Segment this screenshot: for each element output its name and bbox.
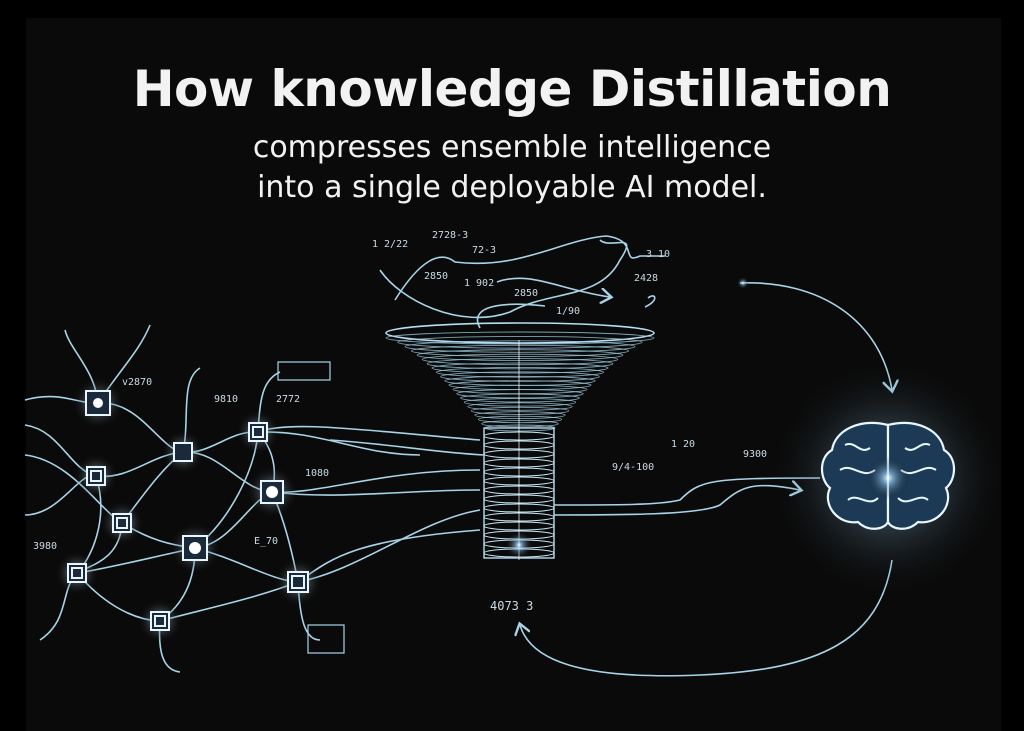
funnel-ring: [481, 420, 559, 428]
funnel-ring: [410, 344, 630, 357]
funnel-ring: [435, 366, 605, 378]
funnel-ring: [467, 402, 573, 411]
subtitle-line-1: compresses ensemble intelligence: [252, 130, 772, 165]
network-label: v2870: [122, 377, 152, 388]
network-label: 2772: [276, 394, 300, 405]
page-title: How knowledge Distillation: [132, 60, 892, 118]
network-label: 9810: [214, 394, 238, 405]
brain-icon: [768, 358, 1008, 598]
funnel-ring: [463, 397, 577, 407]
network-node: [138, 599, 182, 643]
funnel-ring: [416, 349, 624, 362]
network-node: [161, 430, 205, 474]
data-label: 2728-3: [432, 230, 468, 241]
funnel-ring: [460, 393, 580, 403]
data-label: 9/4-100: [612, 462, 654, 473]
data-label: 1 2/22: [372, 239, 408, 250]
funnel-ring: [477, 415, 563, 424]
subtitle-line-2: into a single deployable AI model.: [257, 170, 767, 205]
funnel-ring: [456, 389, 584, 399]
network-node: [100, 501, 144, 545]
funnel-ring: [426, 358, 614, 370]
diagram-labels: 4073 3 2772 E_70 3980 1080 9810 v2870 1 …: [33, 230, 767, 613]
data-label: 2850: [424, 271, 448, 282]
network-node: [246, 466, 298, 518]
funnel-ring: [470, 406, 570, 415]
network-label: 3980: [33, 541, 57, 552]
network-node: [236, 410, 280, 454]
network-node: [274, 558, 322, 606]
network-node: [169, 522, 221, 574]
funnel-ring: [440, 371, 600, 382]
subtitle: compresses ensemble intelligence into a …: [0, 128, 1024, 208]
data-label: 72-3: [472, 245, 496, 256]
funnel-ring: [474, 411, 566, 420]
data-label: 1/90: [556, 306, 580, 317]
data-label: 9300: [743, 449, 767, 460]
network-label: E_70: [254, 536, 278, 547]
network-label: 1080: [305, 468, 329, 479]
data-scribbles: [379, 235, 665, 329]
funnel-ring: [431, 362, 609, 374]
data-label: 2850: [514, 288, 538, 299]
network-node: [72, 377, 124, 429]
info-box: [307, 624, 345, 654]
funnel-value-label: 4073 3: [490, 599, 533, 613]
network-node: [74, 454, 118, 498]
info-box: [277, 361, 331, 381]
data-label: 1 20: [671, 439, 695, 450]
funnel-ring: [421, 353, 619, 366]
funnel-ring: [385, 331, 655, 345]
funnel-ring: [397, 335, 643, 349]
teacher-network-nodes: [55, 361, 345, 654]
data-label: 2428: [634, 273, 658, 284]
data-label: 1 902: [464, 278, 494, 289]
distillation-funnel: [385, 322, 655, 560]
data-label: 3 10: [646, 249, 670, 260]
funnel-ring: [404, 340, 636, 353]
network-node: [55, 551, 99, 595]
